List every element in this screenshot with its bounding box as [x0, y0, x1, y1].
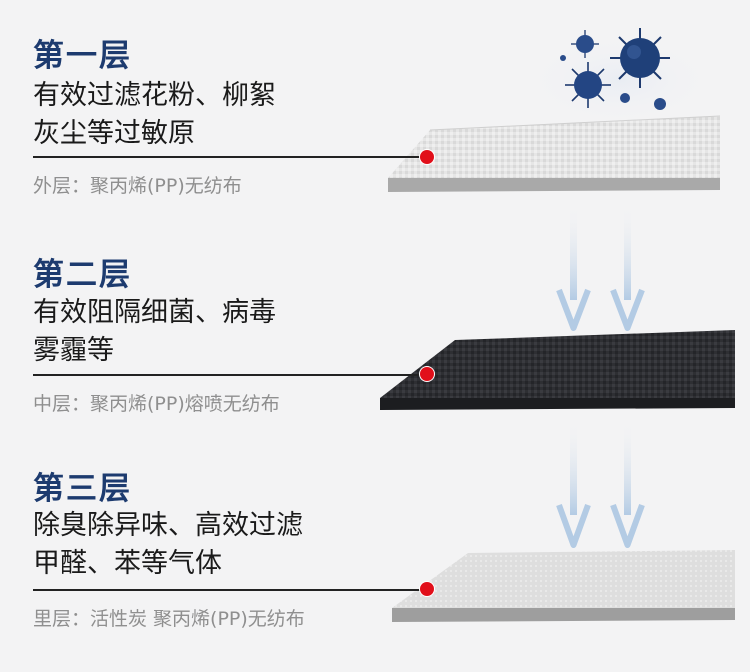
layer-3-title: 第三层	[33, 471, 132, 507]
down-arrow-icon	[556, 420, 645, 548]
virus-icon	[525, 28, 715, 125]
layer-1-material: 外层：聚丙烯(PP)无纺布	[33, 175, 242, 197]
layer-2-line-2: 雾霾等	[33, 335, 114, 366]
layer-3-description: 除臭除异味、高效过滤 甲醛、苯等气体	[33, 507, 303, 583]
middle-layer-fabric	[380, 330, 735, 410]
layer-1-title: 第一层	[33, 38, 132, 74]
layer-3-material: 里层：活性炭 聚丙烯(PP)无纺布	[33, 608, 305, 630]
layer-1-leader-line	[33, 156, 428, 158]
layer-3-line-2: 甲醛、苯等气体	[33, 548, 222, 579]
layer-1-marker	[420, 150, 434, 164]
layer-2-description: 有效阻隔细菌、病毒 雾霾等	[33, 294, 276, 370]
inner-layer-fabric	[392, 550, 735, 622]
layer-2-material: 中层：聚丙烯(PP)熔喷无纺布	[33, 393, 280, 415]
outer-layer-fabric	[388, 115, 721, 192]
layer-1-line-2: 灰尘等过敏原	[33, 118, 195, 149]
layer-2-leader-line	[33, 374, 423, 376]
layer-2-marker	[420, 367, 434, 381]
layer-3-line-1: 除臭除异味、高效过滤	[33, 510, 303, 541]
down-arrow-icon	[556, 205, 645, 331]
layer-3-marker	[420, 582, 434, 596]
layer-3-leader-line	[33, 589, 428, 591]
layer-2-line-1: 有效阻隔细菌、病毒	[33, 297, 276, 328]
layer-1-description: 有效过滤花粉、柳絮 灰尘等过敏原	[33, 77, 276, 153]
layer-1-line-1: 有效过滤花粉、柳絮	[33, 80, 276, 111]
layer-2-title: 第二层	[33, 257, 132, 293]
